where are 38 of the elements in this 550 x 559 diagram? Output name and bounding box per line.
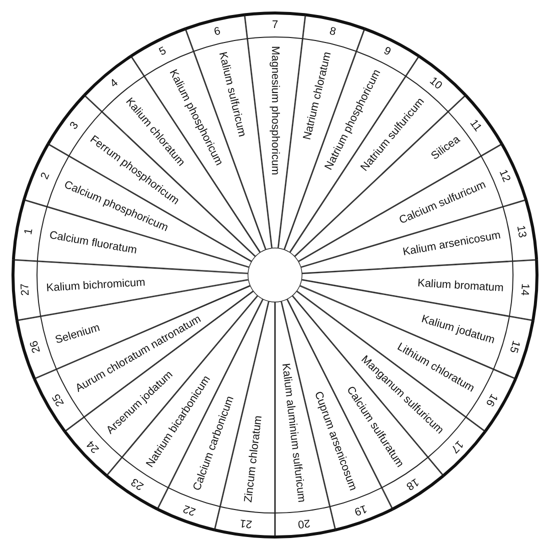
sector-number: 5 xyxy=(157,44,168,58)
sector-number: 11 xyxy=(467,118,484,134)
sector-number: 17 xyxy=(448,438,466,456)
sector-number: 15 xyxy=(507,339,522,354)
remedy-name: Kalium arsenicosum xyxy=(402,229,502,258)
sector-number: 12 xyxy=(496,168,512,184)
sector-number: 19 xyxy=(352,502,368,518)
sector-number: 6 xyxy=(212,25,222,38)
sector-number: 23 xyxy=(129,476,146,492)
remedy-name: Kalium bichromicum xyxy=(46,276,146,294)
sector-number: 18 xyxy=(404,476,421,492)
remedy-name: Kalium jodatum xyxy=(420,313,496,346)
sector-number: 7 xyxy=(272,19,278,31)
remedy-name: Magnesium phosphoricum xyxy=(269,46,281,176)
sector-number: 14 xyxy=(518,283,531,296)
remedy-name: Kalium bromatum xyxy=(417,277,504,294)
sector-number: 22 xyxy=(182,502,198,518)
sector-number: 9 xyxy=(382,44,393,58)
remedy-name: Kalium sulfuricum xyxy=(216,50,248,138)
sector-number: 16 xyxy=(483,392,500,408)
sector-number: 20 xyxy=(297,516,311,530)
sector-number: 2 xyxy=(38,170,52,182)
remedy-name: Natrium chloratum xyxy=(301,50,334,141)
remedy-name: Kalium aluminium sulfuricum xyxy=(279,362,308,504)
sector-number: 1 xyxy=(22,228,36,236)
sector-number: 3 xyxy=(68,120,82,132)
sector-number: 27 xyxy=(19,283,32,296)
remedy-name: Zincum chloratum xyxy=(242,414,265,504)
sector-number: 10 xyxy=(427,74,444,92)
remedy-name: Calcium fluoratum xyxy=(48,229,138,257)
sector-number: 4 xyxy=(108,76,120,90)
sector-number: 13 xyxy=(514,224,528,239)
remedy-name: Selenium xyxy=(54,322,102,346)
sector-number: 24 xyxy=(84,438,102,456)
sector-number: 21 xyxy=(239,516,253,530)
sector-number: 25 xyxy=(50,392,67,408)
sector-number: 8 xyxy=(328,25,338,38)
sector-number: 26 xyxy=(28,339,43,354)
